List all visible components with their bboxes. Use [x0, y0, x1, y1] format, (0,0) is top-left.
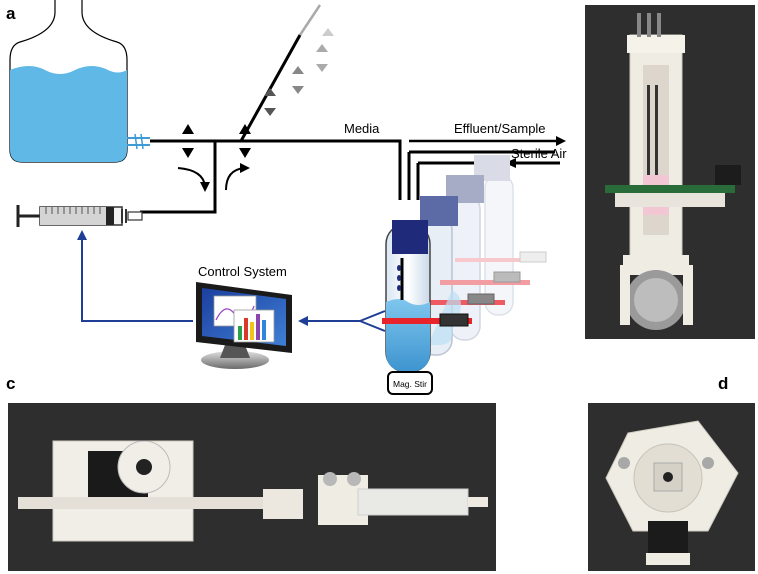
mag-stir-label: Mag. Stir	[393, 379, 427, 389]
culture-tube-array	[419, 155, 547, 356]
effluent-sample-label: Effluent/Sample	[454, 121, 546, 136]
tube-cap	[392, 220, 428, 254]
control-system-label: Control System	[198, 264, 287, 279]
photo-bioreactor-vial	[585, 5, 755, 339]
media-liquid	[10, 66, 127, 162]
signal-arrow-icon	[77, 230, 87, 240]
media-bottle	[9, 0, 150, 163]
manifold-branches	[262, 4, 460, 116]
effluent-arrow-icon	[556, 136, 566, 146]
pinch-valves	[182, 124, 251, 158]
photo-stir-base	[588, 403, 755, 571]
mag-stir-box	[387, 371, 433, 395]
flow-arrow-icon	[200, 182, 210, 192]
valve-top-icon	[239, 124, 251, 134]
photo-syringe-pump	[8, 403, 496, 571]
signal-arrow-icon	[298, 316, 308, 326]
detector-icon	[359, 310, 386, 332]
valve-bottom-icon	[182, 148, 194, 158]
valve-bottom-icon	[239, 148, 251, 158]
panel-letter-a: a	[6, 4, 16, 23]
sterile-air-arrow-icon	[505, 158, 516, 168]
culture-tube-main	[359, 220, 472, 373]
media-tubing	[140, 34, 560, 214]
culture-liquid	[386, 299, 430, 372]
media-label: Media	[344, 121, 380, 136]
syringe	[16, 205, 143, 227]
panel-letter-d: d	[718, 374, 729, 393]
flow-arrow-icon	[240, 163, 250, 173]
sterile-air-label: Sterile Air	[511, 146, 567, 161]
laser-beam	[382, 318, 472, 324]
control-signal-arrows	[81, 238, 360, 322]
schematic-diagram: Mag. Stir Media Effluent/Sample Sterile …	[9, 0, 567, 395]
panel-letter-c: c	[6, 374, 16, 393]
valve-top-icon	[182, 124, 194, 134]
flow-arrows	[177, 167, 245, 191]
control-computer-monitor	[196, 282, 292, 369]
light-sensor	[439, 313, 469, 327]
